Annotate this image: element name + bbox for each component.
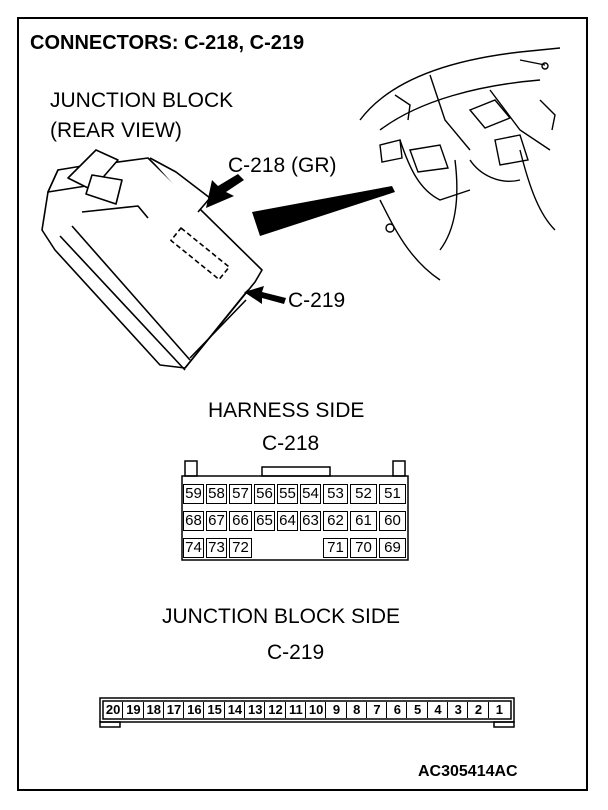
page-title: CONNECTORS: C-218, C-219	[30, 32, 305, 54]
harness-side-heading: HARNESS SIDE	[208, 399, 365, 422]
c218-pin: 63	[300, 511, 321, 531]
junction-block-label-line2: (REAR VIEW)	[50, 119, 182, 142]
c218-pin: 74	[183, 538, 204, 558]
c218-pin: 58	[206, 484, 227, 504]
c218-connector-outline	[181, 460, 409, 561]
c218-pin: 54	[300, 484, 321, 504]
c219-pin: 9	[327, 702, 347, 718]
c218-pin: 70	[350, 538, 377, 558]
c218-pin: 57	[229, 484, 252, 504]
c219-pin: 8	[348, 702, 367, 718]
c219-pin: 5	[409, 702, 428, 718]
arrow-c219	[244, 286, 286, 304]
c219-pin: 6	[388, 702, 408, 718]
arrow-c218	[206, 174, 244, 208]
junction-block-label-line1: JUNCTION BLOCK	[50, 89, 234, 112]
junction-block-side-heading: JUNCTION BLOCK SIDE	[162, 605, 401, 628]
c218-pin: 64	[277, 511, 298, 531]
callout-c219: C-219	[288, 289, 346, 312]
c218-pin: 67	[206, 511, 227, 531]
c219-pin: 3	[449, 702, 469, 718]
c219-pin: 10	[307, 702, 327, 718]
c218-pin: 65	[254, 511, 275, 531]
c219-pin: 18	[145, 702, 164, 718]
c219-pin: 20	[104, 702, 124, 718]
c218-pin: 69	[379, 538, 406, 558]
harness-connector-name: C-218	[262, 432, 320, 455]
pointer-wedge	[252, 186, 395, 236]
c218-pin: 55	[277, 484, 298, 504]
jb-connector-name: C-219	[267, 641, 325, 664]
c218-pin: 62	[323, 511, 348, 531]
c218-pin: 51	[379, 484, 406, 504]
c218-pin: 53	[323, 484, 348, 504]
c219-pin: 14	[226, 702, 246, 718]
diagram-frame	[17, 17, 588, 791]
c218-pin: 68	[183, 511, 204, 531]
figure-code: AC305414AC	[418, 763, 518, 780]
c219-pin: 12	[266, 702, 286, 718]
c219-pin: 11	[287, 702, 306, 718]
c218-pin: 71	[323, 538, 348, 558]
c218-pin: 56	[254, 484, 275, 504]
dashboard-illustration	[359, 47, 561, 281]
c219-pin: 2	[469, 702, 489, 718]
c219-pin: 15	[206, 702, 225, 718]
c219-pin: 1	[495, 702, 503, 717]
callout-c218: C-218 (GR)	[228, 154, 337, 177]
c219-pin: 17	[165, 702, 185, 718]
c219-pin: 16	[185, 702, 205, 718]
c219-pin: 19	[124, 702, 144, 718]
c219-pin: 4	[429, 702, 449, 718]
c218-pin: 52	[350, 484, 377, 504]
c218-pin: 66	[229, 511, 252, 531]
c218-pin: 59	[183, 484, 204, 504]
c219-pin: 13	[246, 702, 266, 718]
c218-pin: 72	[229, 538, 252, 558]
c218-pin: 73	[206, 538, 227, 558]
c218-pin: 61	[350, 511, 377, 531]
junction-block-illustration	[41, 149, 263, 371]
c219-pin: 7	[368, 702, 388, 718]
c219-connector-outline	[99, 697, 515, 728]
c218-pin: 60	[379, 511, 406, 531]
